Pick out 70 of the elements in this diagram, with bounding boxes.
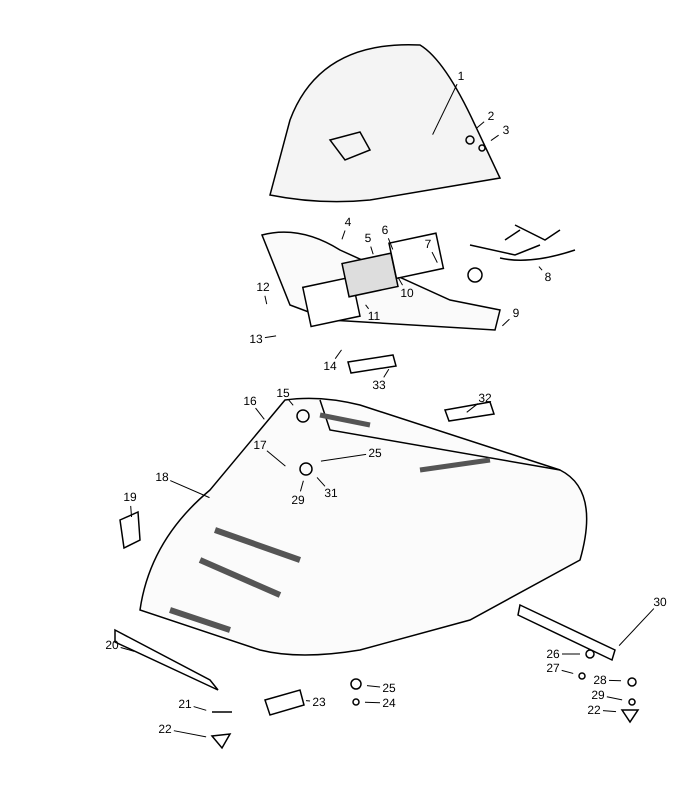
leader-line bbox=[120, 646, 135, 652]
callout-number: 19 bbox=[123, 490, 137, 504]
leader-line bbox=[365, 304, 370, 310]
leader-line bbox=[130, 505, 132, 518]
callout-number: 26 bbox=[546, 647, 560, 661]
leader-line bbox=[366, 685, 381, 688]
leader-line bbox=[476, 121, 485, 129]
leader-line bbox=[370, 246, 374, 255]
callout-number: 18 bbox=[155, 470, 169, 484]
callout-number: 10 bbox=[400, 286, 414, 300]
callout-number: 28 bbox=[593, 673, 607, 687]
callout-number: 32 bbox=[478, 391, 492, 405]
callout-number: 11 bbox=[368, 309, 380, 323]
callout-number: 24 bbox=[382, 696, 396, 710]
callout-number: 25 bbox=[382, 681, 396, 695]
callout-number: 13 bbox=[249, 332, 263, 346]
leader-line bbox=[608, 680, 622, 682]
leader-line bbox=[320, 454, 367, 462]
leader-line bbox=[538, 266, 543, 271]
callout-number: 14 bbox=[323, 359, 337, 373]
callout-number: 4 bbox=[344, 215, 352, 229]
leader-line bbox=[288, 399, 294, 406]
leader-line bbox=[173, 730, 207, 738]
leader-line bbox=[602, 710, 617, 712]
leader-line bbox=[466, 403, 478, 413]
callout-number: 9 bbox=[512, 306, 520, 320]
leader-line bbox=[432, 84, 458, 136]
callout-number: 12 bbox=[256, 280, 270, 294]
callout-number: 3 bbox=[502, 123, 510, 137]
leader-line bbox=[502, 318, 510, 326]
callout-number: 1 bbox=[458, 69, 464, 83]
leader-line bbox=[255, 408, 265, 420]
callout-number: 33 bbox=[372, 378, 386, 392]
leader-line bbox=[264, 335, 277, 338]
callout-number: 29 bbox=[291, 493, 305, 507]
leader-line bbox=[264, 295, 268, 305]
leader-line bbox=[397, 276, 404, 286]
callout-number: 30 bbox=[653, 595, 667, 609]
callout-number: 21 bbox=[178, 697, 192, 711]
leader-line bbox=[490, 134, 500, 142]
callout-number: 22 bbox=[158, 722, 172, 736]
leader-line bbox=[432, 252, 438, 264]
leader-line bbox=[170, 480, 210, 498]
leader-line bbox=[383, 368, 390, 378]
leader-line bbox=[618, 608, 654, 646]
leader-line bbox=[193, 706, 207, 711]
leader-line bbox=[316, 476, 326, 487]
callout-number: 2 bbox=[488, 109, 494, 123]
leader-line bbox=[606, 696, 623, 700]
callout-number: 5 bbox=[364, 231, 372, 245]
callout-number: 16 bbox=[243, 394, 257, 408]
leader-line bbox=[266, 450, 286, 467]
callout-number: 17 bbox=[253, 438, 267, 452]
callout-number: 6 bbox=[382, 223, 388, 237]
callout-number: 27 bbox=[546, 661, 560, 675]
callout-number: 7 bbox=[424, 237, 432, 251]
leader-line bbox=[305, 700, 311, 702]
callout-number: 8 bbox=[544, 270, 552, 284]
leader-line bbox=[388, 238, 394, 250]
callout-number: 15 bbox=[276, 386, 290, 400]
callout-number: 31 bbox=[324, 486, 338, 500]
leader-line bbox=[364, 702, 380, 704]
callout-number: 22 bbox=[587, 703, 601, 717]
leader-line bbox=[300, 480, 304, 492]
callout-number: 23 bbox=[312, 695, 326, 709]
leader-line bbox=[561, 670, 574, 674]
callout-number: 25 bbox=[368, 446, 382, 460]
leader-line bbox=[334, 349, 342, 360]
leader-line bbox=[341, 230, 346, 240]
callout-number: 29 bbox=[591, 688, 605, 702]
